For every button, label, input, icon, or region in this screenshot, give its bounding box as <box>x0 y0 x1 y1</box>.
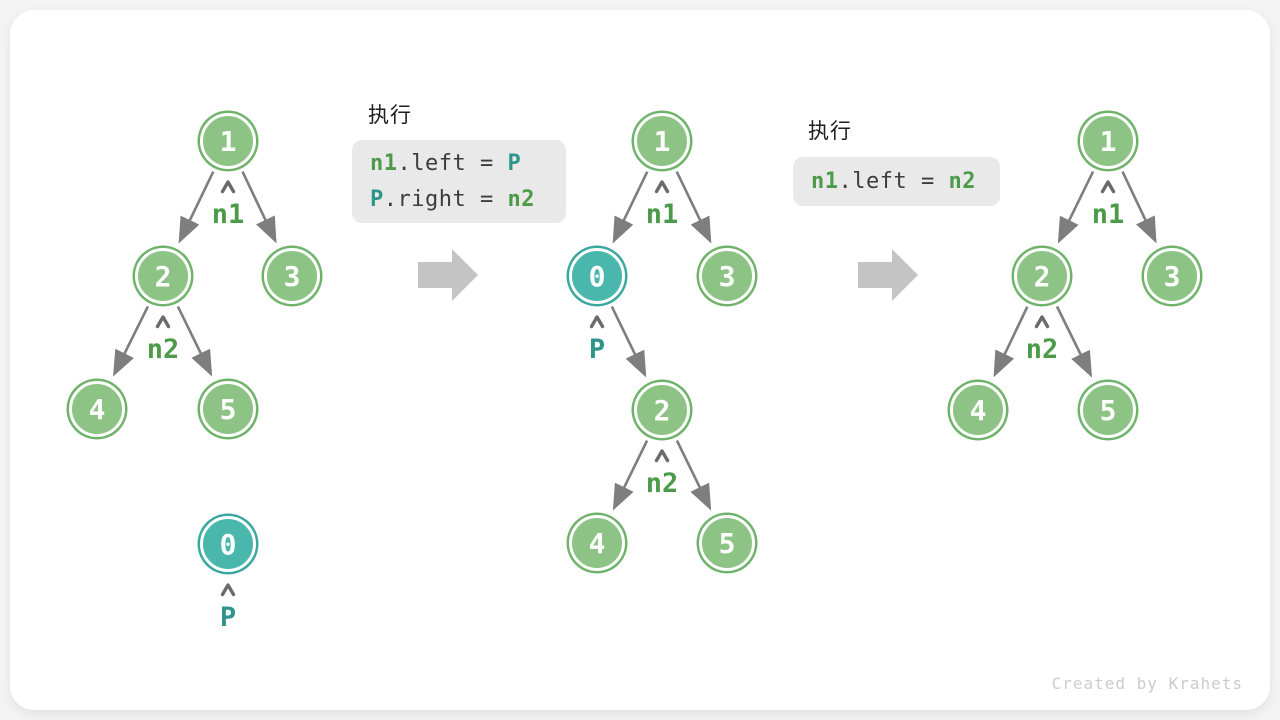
code-token: n2 <box>948 168 976 194</box>
tree-edge <box>113 305 150 377</box>
tree-edge <box>675 439 712 511</box>
tree-edge <box>1055 305 1093 378</box>
tree-node-2: 2 <box>135 248 191 304</box>
code-line: P.right = n2 <box>370 182 566 218</box>
pointer-caret-icon <box>654 449 670 463</box>
tree-node-5: 5 <box>1080 382 1136 438</box>
tree-node-1: 1 <box>1080 113 1136 169</box>
tree-after-links <box>993 170 1157 378</box>
tree-node-5: 5 <box>200 381 256 437</box>
pointer-label-n2: n2 <box>146 334 180 365</box>
tree-node-1: 1 <box>200 113 256 169</box>
tree-edge <box>612 439 649 511</box>
tree-node-5: 5 <box>699 515 755 571</box>
tree-node-4: 4 <box>569 515 625 571</box>
tree-edge <box>241 171 277 244</box>
code-line: n1.left = n2 <box>811 164 1000 200</box>
panel-title-step-2: 执行 <box>808 119 852 143</box>
code-token: .right = <box>383 186 508 212</box>
code-token: n1 <box>811 168 839 194</box>
pointer-label-n2: n2 <box>1025 334 1059 365</box>
pointer-caret-icon <box>220 583 236 597</box>
code-token: P <box>370 186 384 212</box>
tree-node-2: 2 <box>1014 248 1070 304</box>
tree-middle-links <box>589 171 712 511</box>
pointer-label-n1: n1 <box>645 199 679 230</box>
pointer-label-P: P <box>219 602 237 633</box>
tree-node-1: 1 <box>634 113 690 169</box>
tree-node-4: 4 <box>950 382 1006 438</box>
tree-edge <box>993 306 1029 378</box>
tree-node-0: 0 <box>569 248 625 304</box>
next-step-arrow-icon <box>418 249 478 301</box>
pointer-label-n2: n2 <box>645 468 679 499</box>
tree-node-3: 3 <box>699 248 755 304</box>
code-block-step-2: n1.left = n2 <box>793 157 1000 206</box>
tree-edge <box>675 171 712 244</box>
pointer-caret-icon <box>1034 315 1050 329</box>
pointer-caret-icon <box>155 315 171 329</box>
credit-text: Created by Krahets <box>1051 674 1243 693</box>
tree-edge <box>1121 171 1157 244</box>
pointer-label-P: P <box>588 334 606 365</box>
tree-node-0: 0 <box>200 516 256 572</box>
tree-edge <box>612 171 649 244</box>
tree-node-3: 3 <box>264 248 320 304</box>
code-token: P <box>507 150 522 176</box>
pointer-caret-icon <box>1100 180 1116 194</box>
code-token: .left = <box>397 150 508 176</box>
pointer-caret-icon <box>589 315 605 329</box>
code-token: n2 <box>507 186 535 212</box>
next-step-arrow-icon <box>858 249 918 301</box>
pointer-label-n1: n1 <box>211 199 245 230</box>
tree-edge <box>178 171 215 244</box>
tree-before-links <box>113 171 277 597</box>
tree-edge <box>176 305 213 377</box>
tree-node-3: 3 <box>1144 248 1200 304</box>
tree-node-2: 2 <box>634 382 690 438</box>
code-token: n1 <box>370 150 398 176</box>
code-line: n1.left = P <box>370 146 566 182</box>
pointer-caret-icon <box>220 180 236 194</box>
tree-edge <box>1057 170 1095 244</box>
code-token: .left = <box>838 168 949 194</box>
pointer-label-n1: n1 <box>1091 199 1125 230</box>
tree-edge <box>610 306 647 378</box>
tree-node-4: 4 <box>69 381 125 437</box>
panel-title-step-1: 执行 <box>368 103 412 127</box>
pointer-caret-icon <box>654 180 670 194</box>
